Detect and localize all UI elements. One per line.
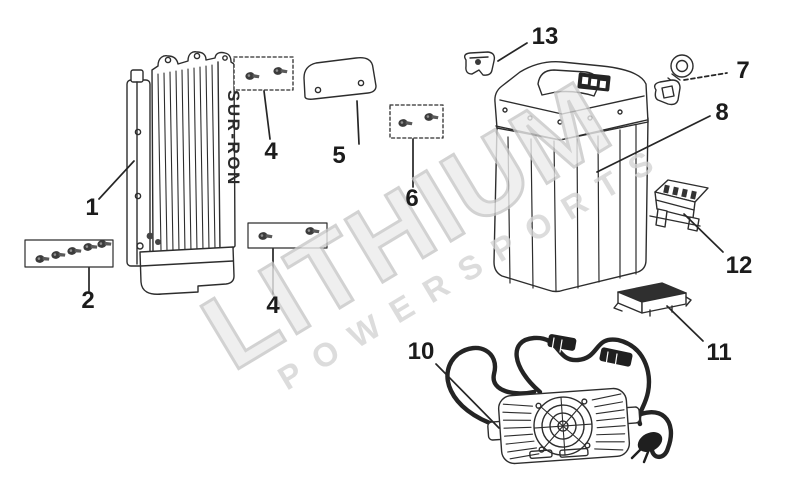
bolt-box-6 xyxy=(389,104,444,139)
callout-4-top: 4 xyxy=(264,138,278,165)
key-drawing xyxy=(653,54,694,106)
controller-brand-text: SUR-RON xyxy=(224,90,243,187)
screw-kit-box xyxy=(24,237,114,268)
callout-5: 5 xyxy=(332,142,346,169)
bolt-box-top xyxy=(233,56,294,91)
battery-drawing xyxy=(493,61,649,293)
bolt-box-lower xyxy=(247,222,328,249)
controller-drawing: SUR-RON xyxy=(126,51,243,295)
callout-12: 12 xyxy=(725,252,753,279)
callout-1: 1 xyxy=(85,194,99,221)
callout-10: 10 xyxy=(407,338,435,365)
callout-8: 8 xyxy=(715,99,729,126)
callout-2: 2 xyxy=(81,287,95,314)
callout-7: 7 xyxy=(736,57,750,84)
module-drawing xyxy=(613,282,692,317)
connector-drawing xyxy=(649,179,709,232)
callout-11: 11 xyxy=(706,339,732,366)
charger-drawing xyxy=(445,334,674,465)
callout-4-lower: 4 xyxy=(266,292,280,319)
cover-plate-drawing xyxy=(303,57,377,100)
callout-6: 6 xyxy=(405,185,419,212)
clip-drawing xyxy=(463,51,496,76)
callout-13: 13 xyxy=(531,23,559,50)
leader-lines xyxy=(88,42,728,429)
